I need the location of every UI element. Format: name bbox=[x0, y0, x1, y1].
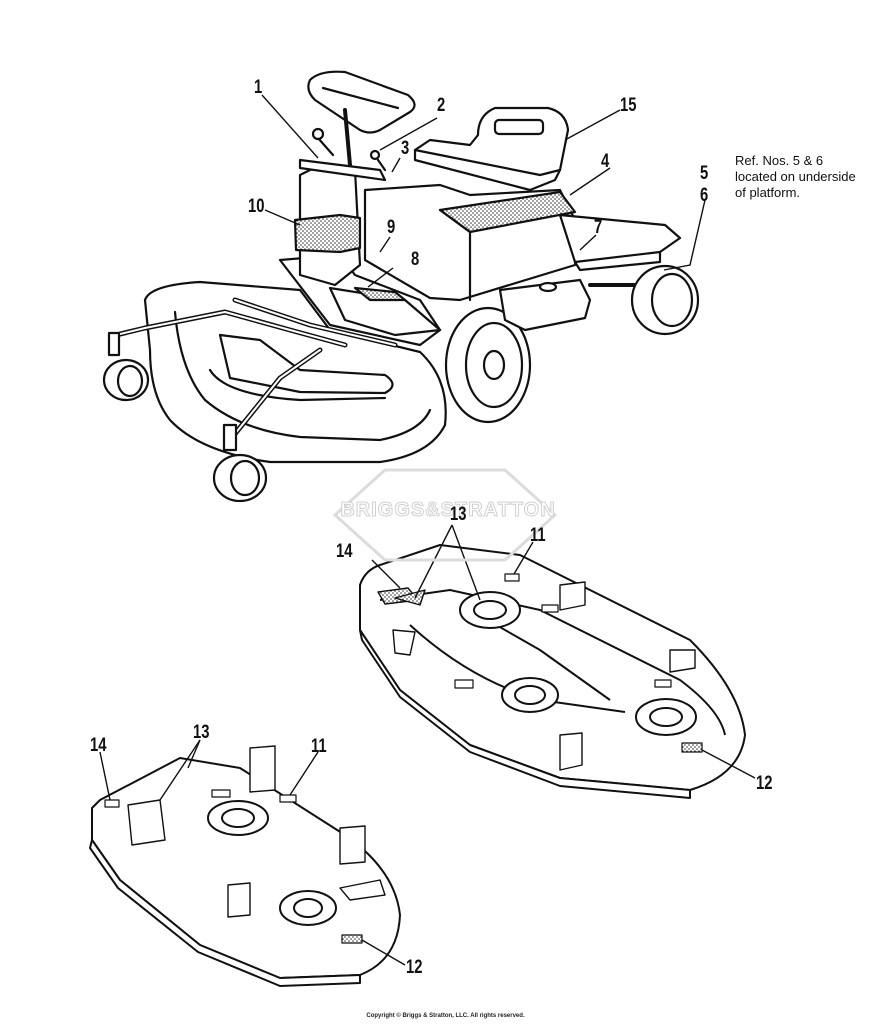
callout-9: 9 bbox=[387, 217, 396, 238]
callout-deck1-14: 14 bbox=[336, 541, 353, 562]
mower-deck-large bbox=[359, 544, 746, 799]
callout-10: 10 bbox=[248, 196, 265, 217]
watermark-logo bbox=[332, 468, 558, 562]
riding-mower-illustration bbox=[102, 70, 700, 503]
note-line-1: Ref. Nos. 5 & 6 bbox=[735, 153, 824, 168]
note-line-3: of platform. bbox=[735, 185, 801, 200]
copyright-text: Copyright © Briggs & Stratton, LLC. All … bbox=[366, 1013, 525, 1019]
callout-deck1-11: 11 bbox=[530, 525, 546, 546]
deck2-leader-lines bbox=[99, 739, 406, 966]
callout-deck2-11: 11 bbox=[311, 736, 327, 757]
callout-3: 3 bbox=[401, 138, 410, 159]
callout-15: 15 bbox=[620, 95, 637, 116]
watermark-text: BRIGGS&STRATTON bbox=[340, 499, 556, 522]
note-line-2: located on underside bbox=[735, 169, 856, 184]
callout-4: 4 bbox=[601, 151, 610, 172]
steering-wheel bbox=[307, 70, 416, 134]
mower-deck-small bbox=[89, 745, 401, 987]
callout-deck2-12: 12 bbox=[406, 957, 423, 978]
callout-1: 1 bbox=[254, 77, 263, 98]
callout-deck1-13: 13 bbox=[450, 504, 467, 525]
callout-2: 2 bbox=[437, 95, 446, 116]
callout-deck1-12: 12 bbox=[756, 773, 773, 794]
callout-8: 8 bbox=[411, 249, 420, 270]
tractor-leader-lines bbox=[261, 94, 706, 288]
reference-note: Ref. Nos. 5 & 6 located on underside of … bbox=[735, 153, 856, 201]
callout-5: 5 bbox=[700, 163, 709, 184]
callout-deck2-13: 13 bbox=[193, 722, 210, 743]
column-decal bbox=[293, 213, 362, 254]
callout-deck2-14: 14 bbox=[90, 735, 107, 756]
callout-7: 7 bbox=[594, 217, 603, 238]
callout-6: 6 bbox=[700, 185, 709, 206]
